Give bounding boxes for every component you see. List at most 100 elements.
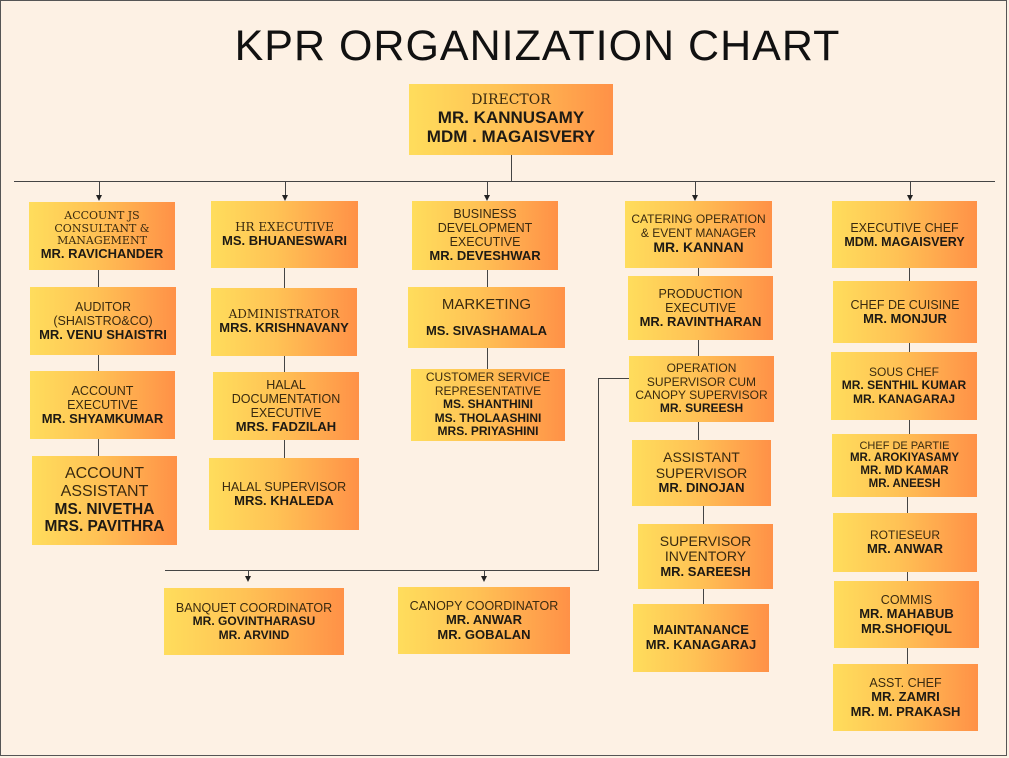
name: MR. SUREESH <box>659 401 744 416</box>
name: MRS. KHALEDA <box>234 492 334 508</box>
name: MS. BHUANESWARI <box>222 232 347 248</box>
org-box-marketing: MARKETING MS. SIVASHAMALA <box>408 287 565 348</box>
connector <box>698 268 699 276</box>
chart-title: KPR ORGANIZATION CHART <box>234 22 841 70</box>
org-box-executive-chef: EXECUTIVE CHEF MDM. MAGAISVERY <box>832 201 977 268</box>
org-box-supervisor-inventory: SUPERVISOR INVENTORY MR. SAREESH <box>638 524 773 589</box>
role: ASST. CHEF <box>869 675 942 690</box>
org-box-hr-executive: HR EXECUTIVE MS. BHUANESWARI <box>211 201 358 268</box>
role: OPERATION SUPERVISOR CUM CANOPY SUPERVIS… <box>635 361 768 402</box>
name: MR. ARVIND <box>218 627 290 642</box>
name: MR. MONJUR <box>863 310 947 326</box>
org-box-chef-de-partie: CHEF DE PARTIE MR. AROKIYASAMY MR. MD KA… <box>832 434 977 497</box>
name: MR. AROKIYASAMY <box>849 452 960 465</box>
name: MR. VENU SHAISTRI <box>39 326 167 342</box>
name: MR. SHYAMKUMAR <box>41 410 164 426</box>
connector <box>909 343 910 352</box>
org-box-account-consultant: ACCOUNT JS CONSULTANT & MANAGEMENT MR. R… <box>29 202 175 270</box>
connector <box>907 572 908 581</box>
role: DIRECTOR <box>471 91 551 108</box>
role: MAINTANANCE <box>653 622 749 638</box>
role: CHEF DE PARTIE <box>859 440 950 453</box>
org-box-account-executive: ACCOUNT EXECUTIVE MR. SHYAMKUMAR <box>30 371 175 439</box>
connector <box>598 378 599 571</box>
director-box: DIRECTOR MR. KANNUSAMY MDM . MAGAISVERY <box>409 84 613 155</box>
role: HALAL DOCUMENTATION EXECUTIVE <box>231 377 341 420</box>
connector <box>165 570 599 571</box>
name: MR. DEVESHWAR <box>429 248 541 264</box>
connector <box>909 268 910 281</box>
name: MS. SHANTHINI <box>443 397 533 412</box>
role: PRODUCTION EXECUTIVE <box>658 286 743 315</box>
role: BANQUET COORDINATOR <box>175 601 333 616</box>
name: MRS. PAVITHRA <box>44 518 165 536</box>
connector <box>907 648 908 664</box>
role: CATERING OPERATION & EVENT MANAGER <box>631 212 766 240</box>
arrow-down-icon <box>245 576 251 582</box>
role: ASSISTANT SUPERVISOR <box>655 449 748 481</box>
name: MRS. PRIYASHINI <box>437 424 539 439</box>
org-box-halal-supervisor: HALAL SUPERVISOR MRS. KHALEDA <box>209 458 359 530</box>
name: MR. GOBALAN <box>437 626 531 642</box>
name: MR. RAVICHANDER <box>40 246 164 262</box>
org-box-commis: COMMIS MR. MAHABUB MR.SHOFIQUL <box>834 581 979 648</box>
arrow-down-icon <box>907 195 913 201</box>
connector <box>284 268 285 288</box>
connector <box>703 589 704 604</box>
name: MR. DINOJAN <box>658 480 745 496</box>
name: MR. ANWAR <box>445 611 523 627</box>
org-box-maintanance: MAINTANANCE MR. KANAGARAJ <box>633 604 769 672</box>
org-box-production-executive: PRODUCTION EXECUTIVE MR. RAVINTHARAN <box>628 276 773 340</box>
org-box-business-development: BUSINESS DEVELOPMENT EXECUTIVE MR. DEVES… <box>412 201 558 270</box>
role: BUSINESS DEVELOPMENT EXECUTIVE <box>437 207 533 250</box>
connector <box>285 181 286 196</box>
org-box-chef-de-cuisine: CHEF DE CUISINE MR. MONJUR <box>833 281 977 343</box>
connector <box>99 181 100 196</box>
org-box-administrator: ADMINISTRATOR MRS. KRISHNAVANY <box>211 288 357 356</box>
connector <box>910 181 911 196</box>
connector <box>98 270 99 288</box>
name: MR. SAREESH <box>660 563 751 579</box>
org-box-sous-chef: SOUS CHEF MR. SENTHIL KUMAR MR. KANAGARA… <box>831 352 977 420</box>
role: ADMINISTRATOR <box>228 307 340 321</box>
name: MDM . MAGAISVERY <box>426 127 596 147</box>
name: MRS. FADZILAH <box>235 418 337 434</box>
name: MR. KANAGARAJ <box>645 637 757 652</box>
name: MR. KANNAN <box>653 239 744 256</box>
role: CHEF DE CUISINE <box>850 297 960 312</box>
connector <box>284 356 285 372</box>
role: HR EXECUTIVE <box>235 219 334 234</box>
connector <box>698 340 699 356</box>
name: MS. SIVASHAMALA <box>425 322 548 338</box>
name: MR. RAVINTHARAN <box>639 313 762 329</box>
connector <box>14 181 995 182</box>
org-box-auditor: AUDITOR (SHAISTRO&CO) MR. VENU SHAISTRI <box>30 287 176 355</box>
name: MR. ZAMRI <box>871 688 940 704</box>
role: ACCOUNT ASSISTANT <box>60 465 149 501</box>
role: SUPERVISOR INVENTORY <box>659 532 752 565</box>
connector <box>598 378 629 379</box>
org-box-halal-documentation: HALAL DOCUMENTATION EXECUTIVE MRS. FADZI… <box>213 372 359 440</box>
connector <box>511 155 512 181</box>
name: MR. KANAGARAJ <box>853 391 955 406</box>
name: MR.SHOFIQUL <box>861 620 952 636</box>
role: CUSTOMER SERVICE REPRESENTATIVE <box>425 370 551 398</box>
name: MRS. KRISHNAVANY <box>219 320 349 336</box>
org-box-asst-chef: ASST. CHEF MR. ZAMRI MR. M. PRAKASH <box>833 664 978 731</box>
arrow-down-icon <box>484 195 490 201</box>
name: MR. ANEESH <box>868 478 941 491</box>
role: ACCOUNT EXECUTIVE <box>67 383 138 412</box>
role: MARKETING <box>441 295 532 313</box>
connector <box>909 420 910 434</box>
org-box-banquet-coordinator: BANQUET COORDINATOR MR. GOVINTHARASU MR.… <box>164 588 344 655</box>
connector <box>248 570 249 577</box>
arrow-down-icon <box>282 195 288 201</box>
connector <box>695 181 696 196</box>
name: MR. M. PRAKASH <box>850 703 961 719</box>
arrow-down-icon <box>96 195 102 201</box>
connector <box>698 422 699 440</box>
connector <box>98 439 99 456</box>
role: SOUS CHEF <box>868 364 939 379</box>
connector <box>284 440 285 458</box>
name: MR. GOVINTHARASU <box>192 614 316 629</box>
